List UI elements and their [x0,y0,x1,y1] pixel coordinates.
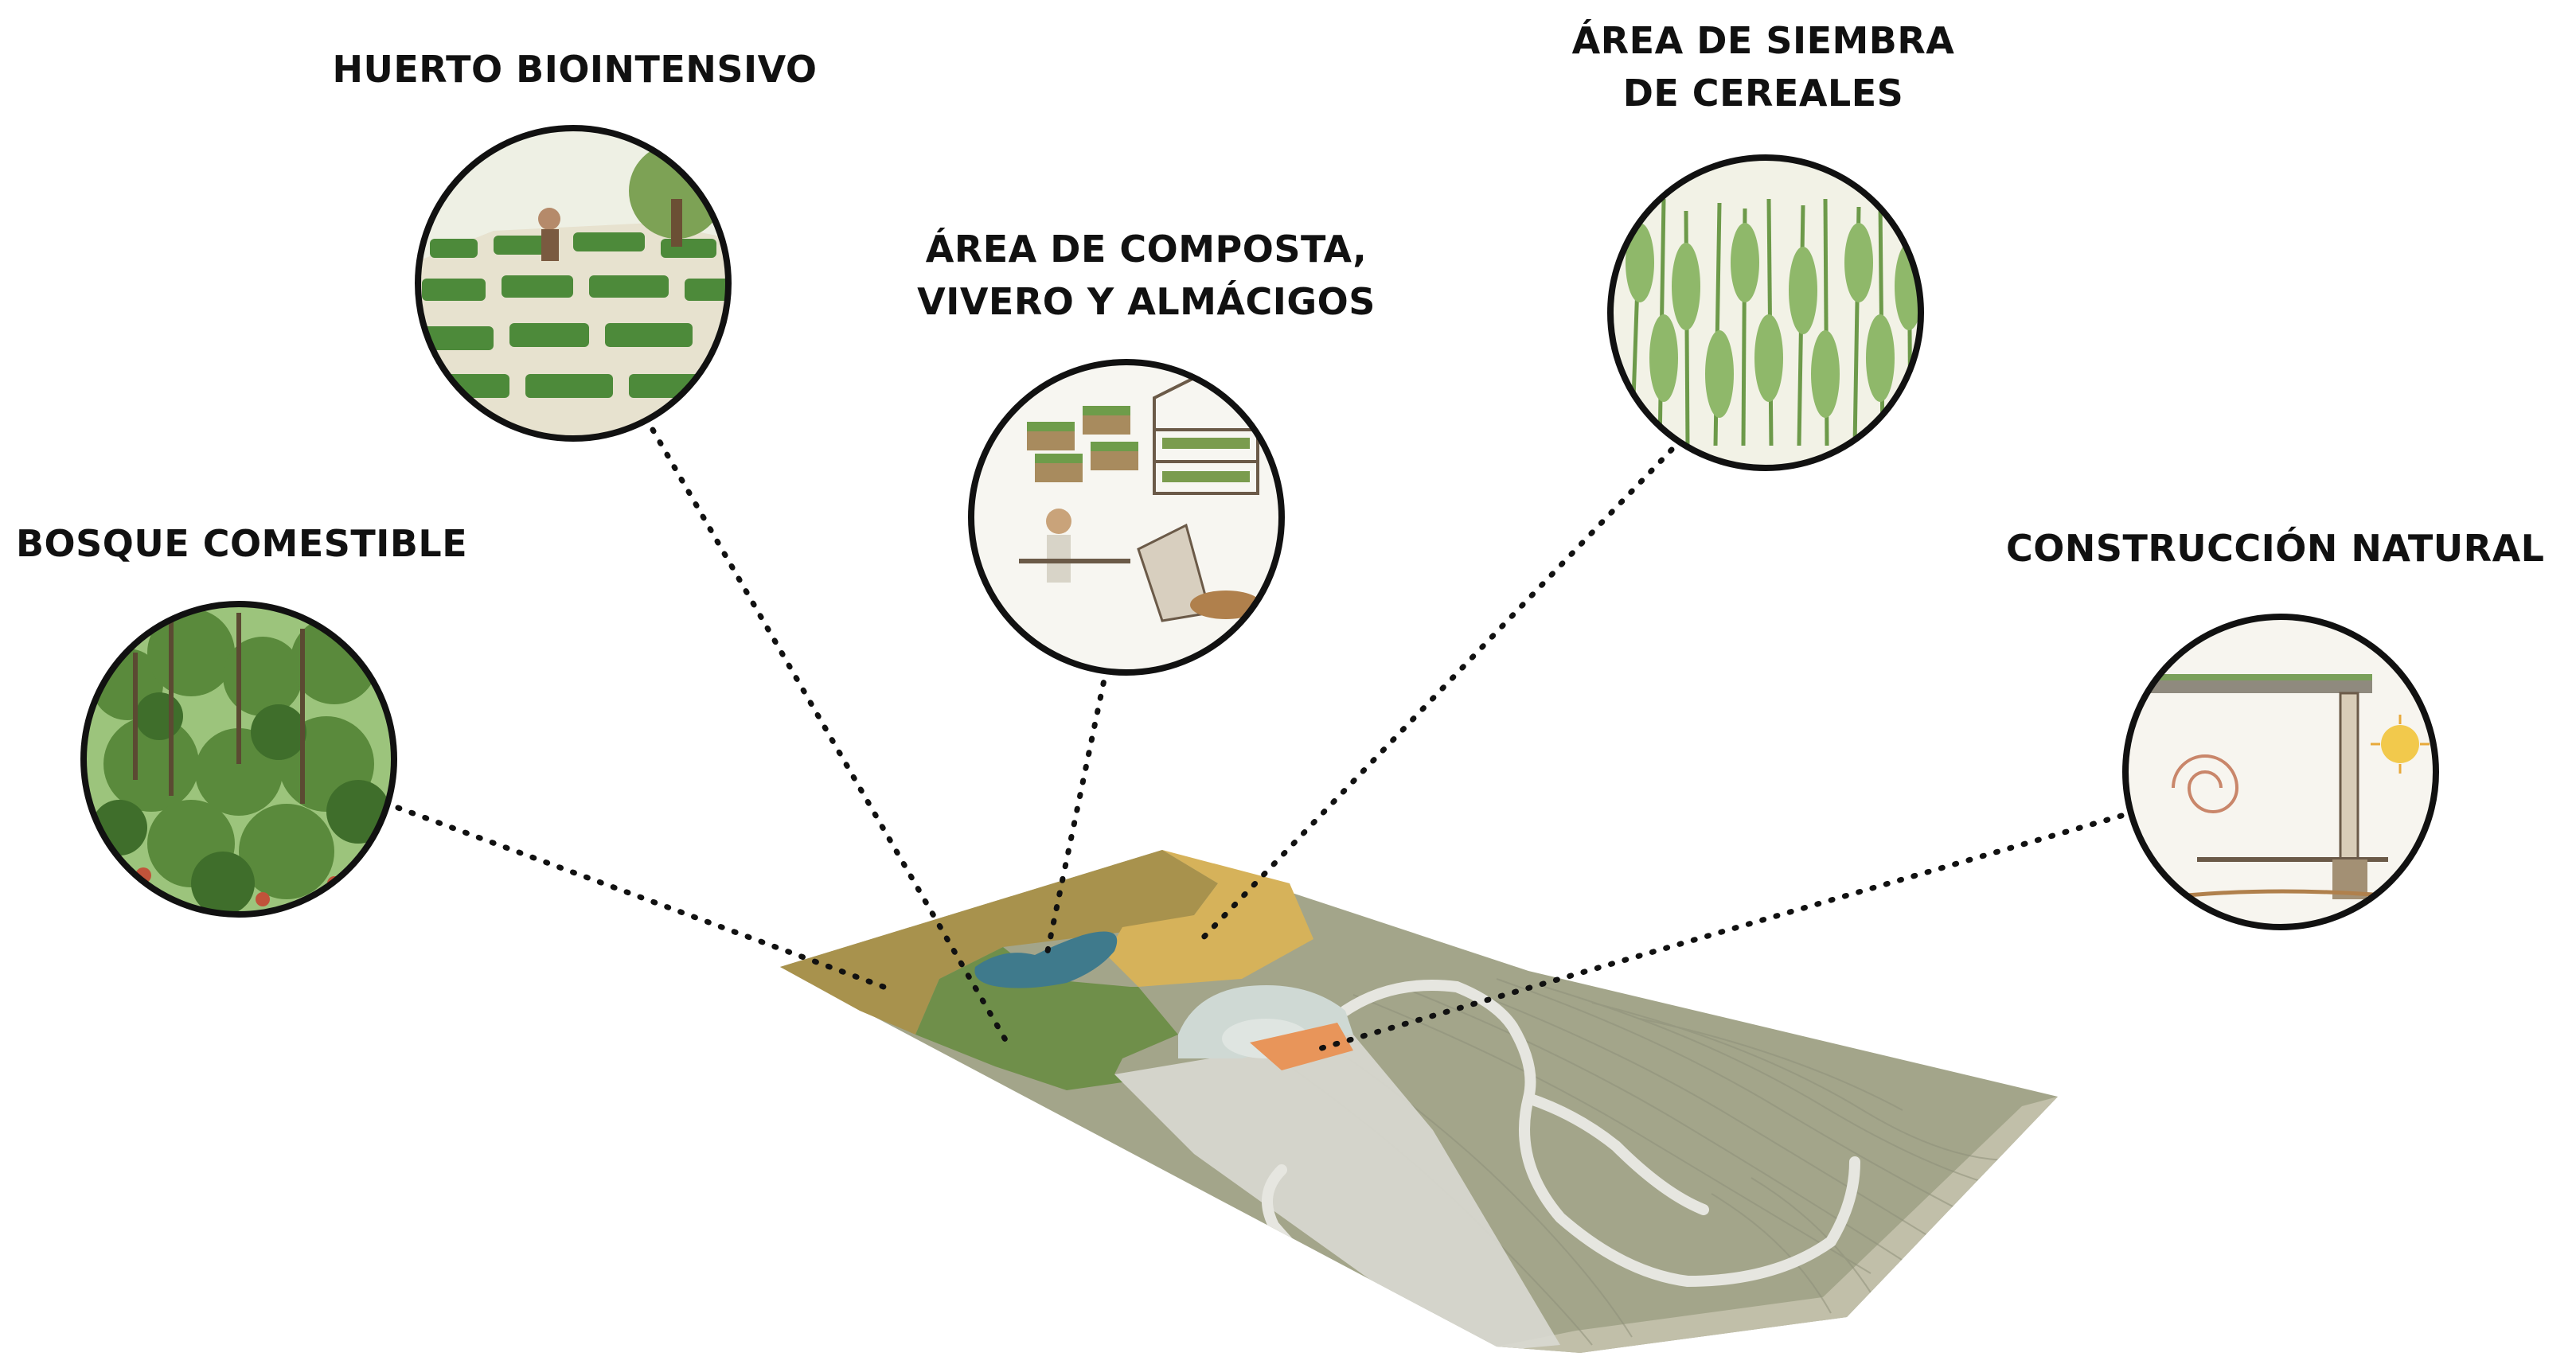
zone-cereales [1107,850,1313,987]
label-line: ÁREA DE COMPOSTA, [925,228,1368,271]
open-area [1114,1035,1560,1353]
label-huerto-biointensivo: HUERTO BIOINTENSIVO [333,43,818,95]
natural-building-illustration [2122,614,2439,930]
zones [780,850,1353,1090]
terrain-model [780,850,2058,1353]
terrain-base [780,850,2058,1353]
leader-lines [395,427,2125,1054]
cereal-field-illustration [1607,154,1924,471]
compost-nursery-illustration [968,359,1285,676]
zone-huerto-biointensivo [915,947,1178,1090]
zone-construccion-natural [1250,1023,1353,1070]
leader-line-bosque [395,805,887,990]
label-line: ÁREA DE SIEMBRA [1571,19,1955,62]
garden-beds-illustration [415,125,732,442]
label-area-composta: ÁREA DE COMPOSTA, VIVERO Y ALMÁCIGOS [917,223,1376,328]
contour-lines [1289,978,2055,1346]
leader-line-huerto [650,427,1010,1046]
zone-composta-vivero [974,931,1118,988]
label-line: HUERTO BIOINTENSIVO [332,48,818,91]
label-bosque-comestible: BOSQUE COMESTIBLE [16,517,467,570]
leader-line-composta [1044,665,1110,958]
leader-line-cereales [1195,446,1675,946]
label-area-cereales: ÁREA DE SIEMBRA DE CEREALES [1572,14,1955,119]
forest-illustration [80,601,397,918]
label-line: VIVERO Y ALMÁCIGOS [917,280,1376,323]
leader-line-construccion [1310,813,2125,1054]
zone-bosque-comestible [780,850,1218,1035]
label-line: DE CEREALES [1622,72,1904,115]
label-construccion-natural: CONSTRUCCIÓN NATURAL [2006,522,2544,575]
label-line: BOSQUE COMESTIBLE [16,522,468,565]
label-line: CONSTRUCCIÓN NATURAL [2006,527,2545,570]
